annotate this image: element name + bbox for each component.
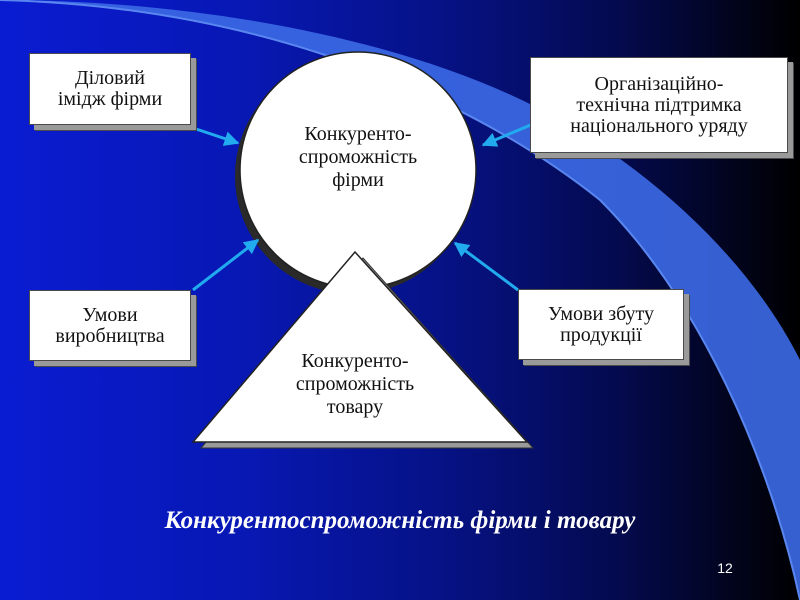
arrow-bottom-right — [453, 241, 519, 292]
box-business-image: Діловий імідж фірми — [29, 53, 191, 125]
product-competitiveness-triangle — [191, 250, 529, 443]
arrow-bottom-left — [192, 238, 260, 292]
box-business-image-label: Діловий імідж фірми — [57, 67, 163, 110]
arrow-top-left — [192, 126, 240, 146]
box-sales-conditions: Умови збуту продукції — [518, 289, 684, 360]
box-production-conditions-label: Умови виробництва — [55, 303, 165, 347]
triangle-label: Конкуренто- спроможність товару — [295, 350, 415, 418]
box-sales-conditions-label: Умови збуту продукції — [548, 302, 654, 346]
page-number: 12 — [717, 560, 733, 576]
box-government-support-label: Організаційно- технічна підтримка націон… — [570, 72, 748, 137]
arrow-top-right — [481, 122, 534, 147]
box-government-support: Організаційно- технічна підтримка націон… — [530, 57, 788, 153]
box-production-conditions: Умови виробництва — [29, 290, 191, 361]
circle-label: Конкуренто- спроможність фірми — [298, 123, 418, 191]
slide-caption: Конкурентоспроможність фірми і товару — [164, 507, 636, 534]
